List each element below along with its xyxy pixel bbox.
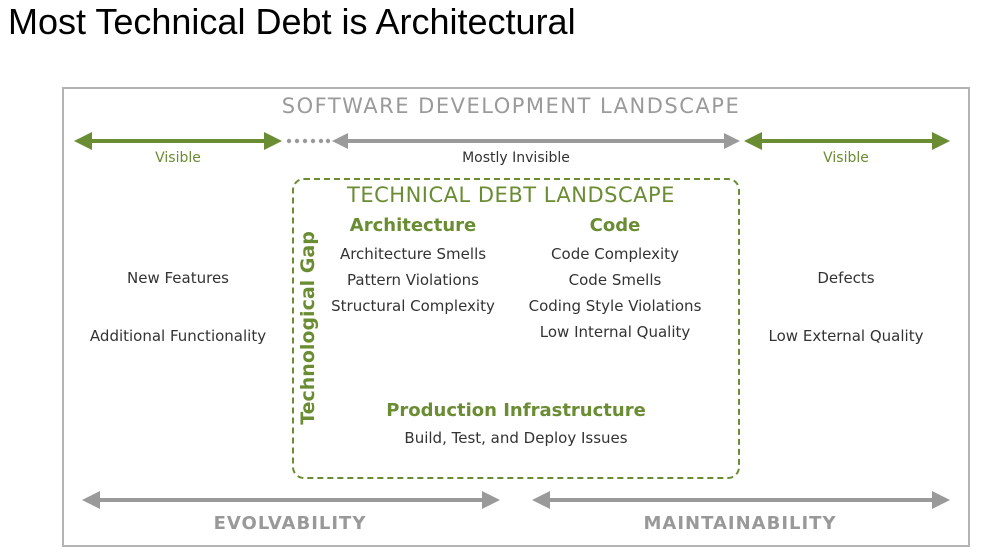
dotted-connector bbox=[286, 138, 331, 144]
visible-right-label: Visible bbox=[823, 150, 869, 166]
architecture-item: Pattern Violations bbox=[347, 271, 479, 289]
code-item: Code Smells bbox=[568, 271, 662, 289]
landscape-frame bbox=[62, 87, 970, 547]
visible-left-arrow bbox=[74, 132, 282, 150]
code-item: Low Internal Quality bbox=[539, 323, 691, 341]
mostly-invisible-arrow bbox=[332, 133, 740, 149]
landscape-title: SOFTWARE DEVELOPMENT LANDSCAPE bbox=[281, 94, 741, 118]
visible-right-arrow bbox=[744, 132, 950, 150]
low-external-quality-label: Low External Quality bbox=[768, 327, 924, 345]
visible-left-label: Visible bbox=[155, 150, 201, 166]
mostly-invisible-label: Mostly Invisible bbox=[462, 150, 570, 166]
additional-functionality-label: Additional Functionality bbox=[89, 327, 267, 345]
code-heading: Code bbox=[589, 215, 641, 236]
technological-gap-label: Technological Gap bbox=[297, 231, 319, 425]
production-infrastructure-item: Build, Test, and Deploy Issues bbox=[404, 429, 628, 447]
evolvability-label: EVOLVABILITY bbox=[213, 513, 367, 534]
new-features-label: New Features bbox=[127, 269, 229, 287]
production-infrastructure-heading: Production Infrastructure bbox=[386, 400, 646, 421]
architecture-item: Structural Complexity bbox=[331, 297, 495, 315]
defects-label: Defects bbox=[817, 269, 875, 287]
slide-title: Most Technical Debt is Architectural bbox=[8, 1, 576, 42]
maintainability-label: MAINTAINABILITY bbox=[643, 513, 837, 534]
maintainability-arrow bbox=[532, 491, 950, 509]
code-item: Code Complexity bbox=[551, 245, 679, 263]
evolvability-arrow bbox=[82, 491, 500, 509]
technical-debt-title: TECHNICAL DEBT LANDSCAPE bbox=[347, 183, 675, 207]
architecture-heading: Architecture bbox=[349, 215, 477, 236]
code-item: Coding Style Violations bbox=[528, 297, 702, 315]
technical-debt-box bbox=[292, 178, 740, 479]
architecture-item: Architecture Smells bbox=[339, 245, 487, 263]
